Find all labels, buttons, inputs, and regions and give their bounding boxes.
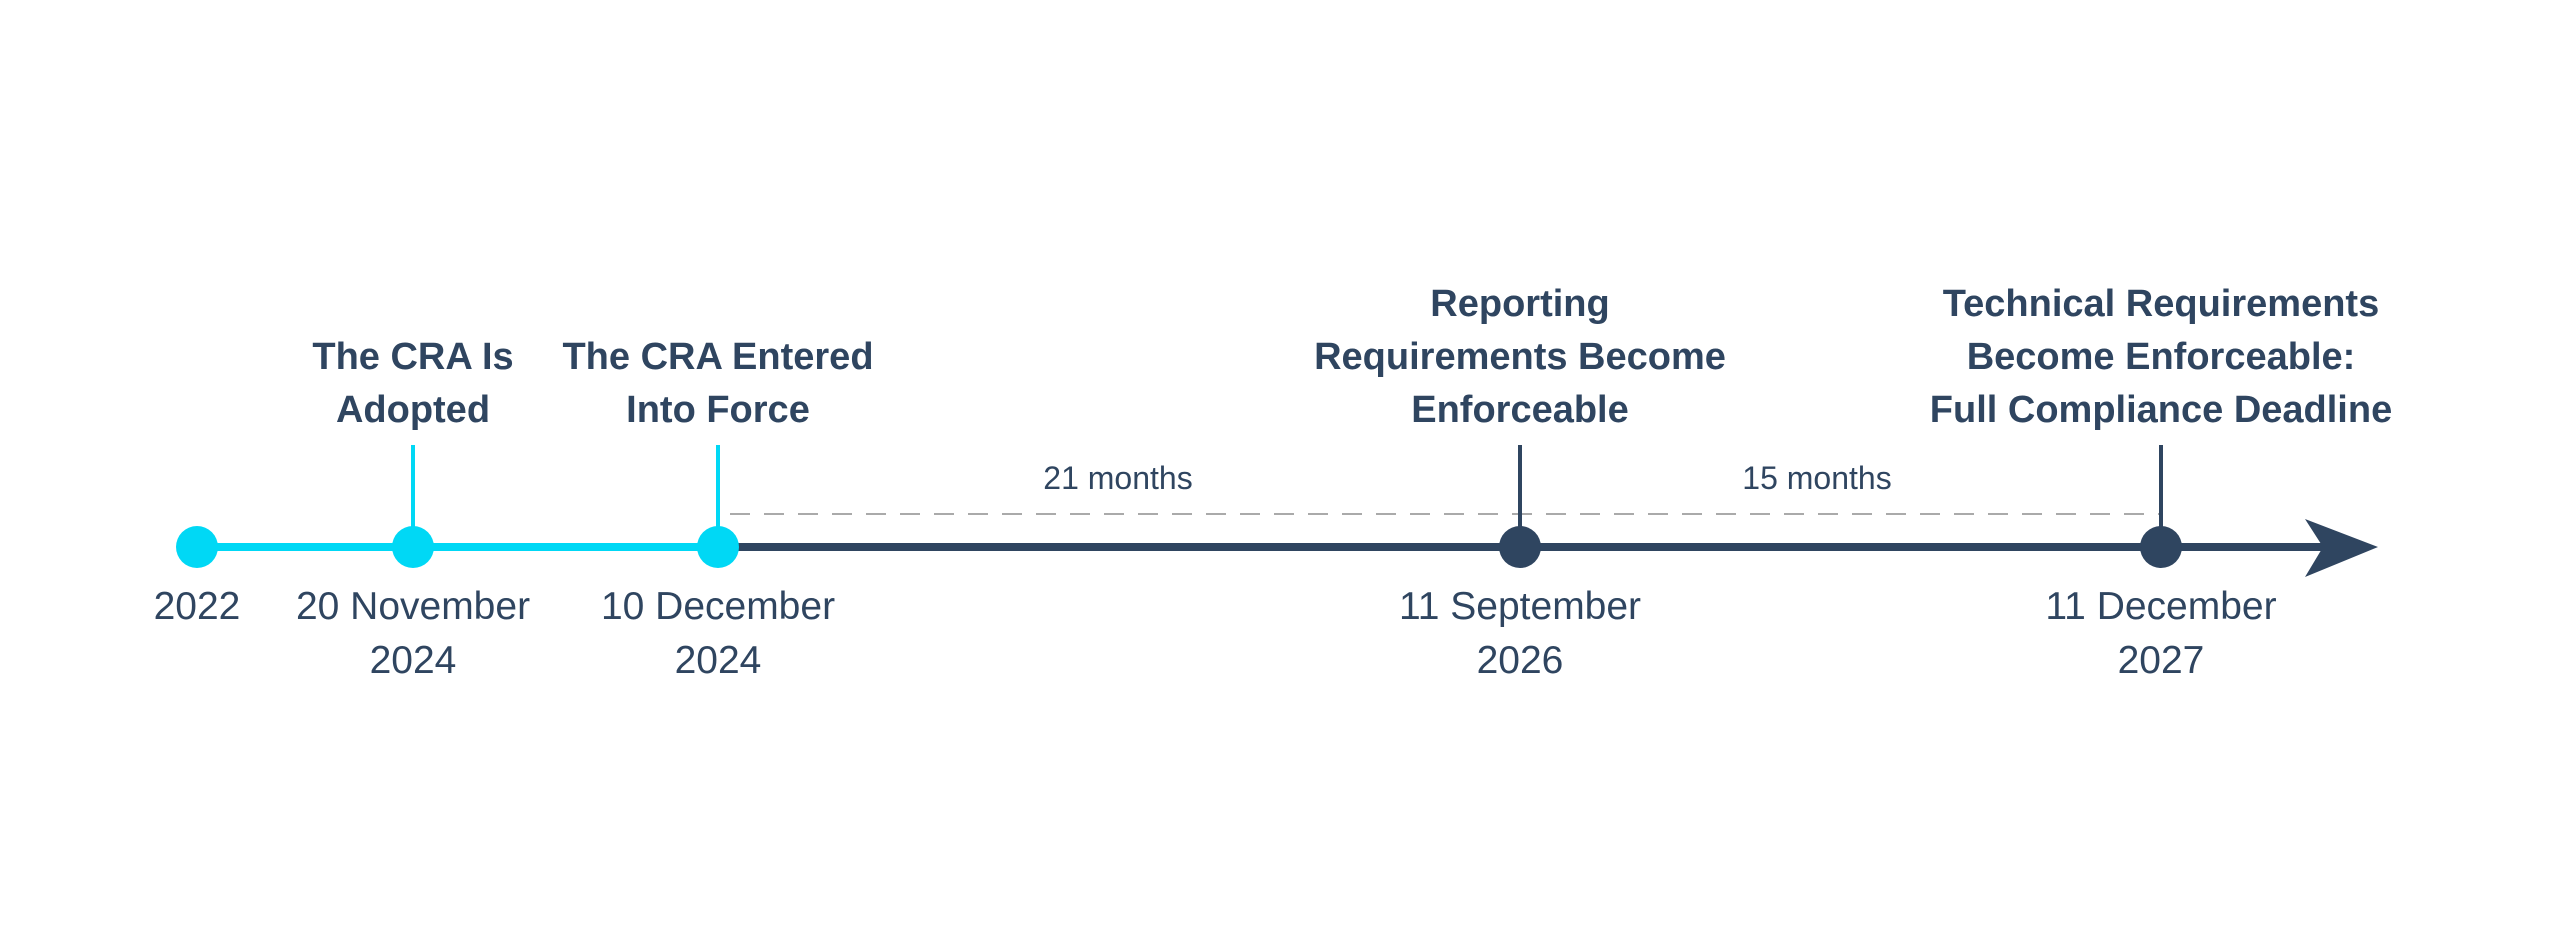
date-label-technical-requirements: 11 December 2027 — [2045, 580, 2276, 688]
date-label-line: 2027 — [2117, 639, 2205, 682]
event-label-line: The CRA Entered — [562, 336, 874, 378]
event-label-line: Enforceable — [1411, 389, 1629, 431]
date-label-line: 11 December — [2045, 585, 2277, 628]
event-label-entered-into-force: The CRA Entered Into Force — [562, 331, 873, 437]
date-label-entered-into-force: 10 December 2024 — [601, 580, 835, 688]
date-label-adopted: 20 November 2024 — [296, 580, 530, 688]
event-label-line: Become Enforceable: — [1966, 336, 2356, 378]
milestone-dot-m2022 — [176, 526, 218, 568]
milestone-dot-reporting — [1499, 526, 1541, 568]
date-label-line: 11 September — [1398, 585, 1642, 628]
milestone-dot-force — [697, 526, 739, 568]
event-label-adopted: The CRA Is Adopted — [312, 331, 513, 437]
event-label-line: Full Compliance Deadline — [1929, 389, 2393, 431]
date-label-2022: 2022 — [154, 580, 241, 634]
milestone-dot-adopted — [392, 526, 434, 568]
event-label-line: Adopted — [335, 389, 491, 431]
date-label-reporting-requirements: 11 September 2026 — [1399, 580, 1641, 688]
event-label-line: Reporting — [1430, 283, 1610, 325]
duration-label-15-months: 15 months — [1742, 460, 1892, 496]
date-label-line: 20 November — [295, 585, 531, 628]
date-label-line: 2022 — [153, 585, 241, 628]
date-label-line: 10 December — [600, 585, 836, 628]
date-label-line: 2024 — [674, 639, 762, 682]
event-label-line: Requirements Become — [1314, 336, 1726, 378]
duration-label-21-months: 21 months — [1043, 460, 1193, 496]
event-label-reporting-requirements: Reporting Requirements Become Enforceabl… — [1314, 278, 1726, 437]
event-label-line: Into Force — [626, 389, 810, 431]
date-label-line: 2024 — [369, 639, 457, 682]
event-label-line: The CRA Is — [312, 336, 514, 378]
milestone-dot-technical — [2140, 526, 2182, 568]
event-label-technical-requirements: Technical Requirements Become Enforceabl… — [1930, 278, 2392, 437]
timeline-arrowhead — [2305, 519, 2378, 577]
date-label-line: 2026 — [1476, 639, 1564, 682]
event-label-line: Technical Requirements — [1942, 283, 2380, 325]
